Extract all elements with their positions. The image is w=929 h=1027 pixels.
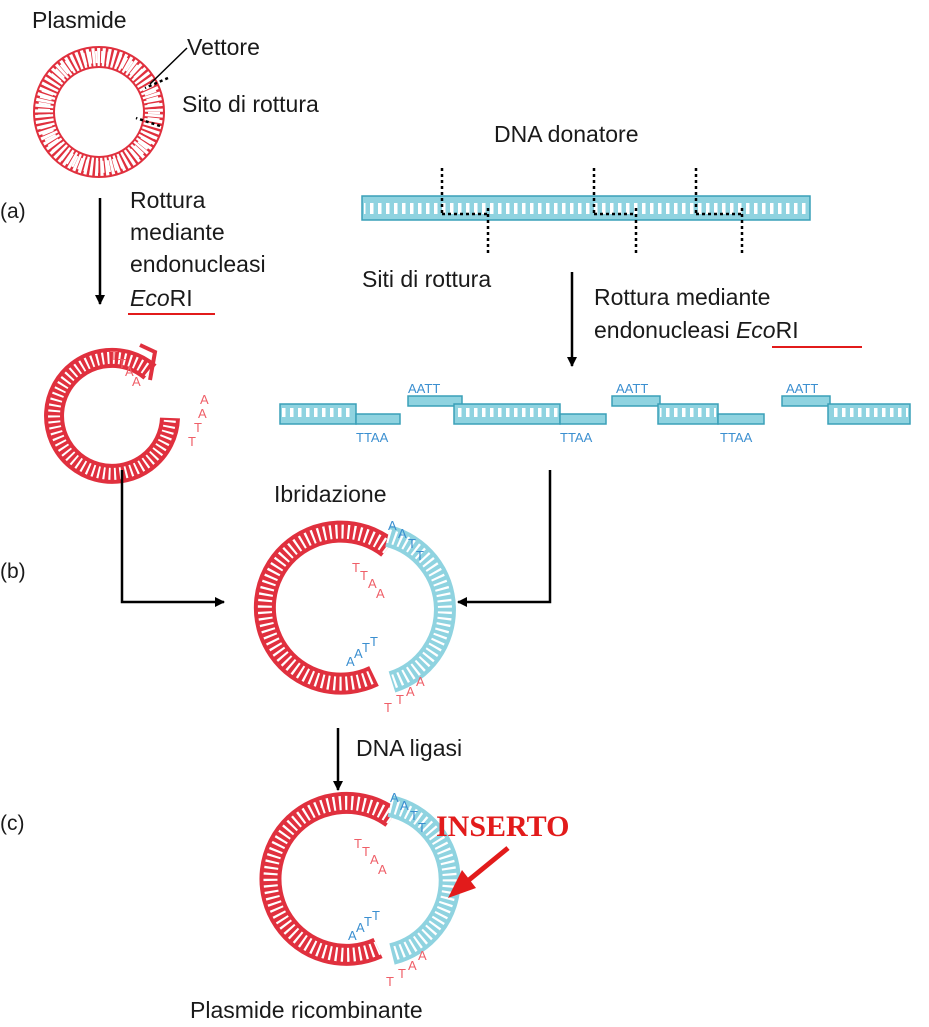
hybrid-seq-bottom-red: TTAA bbox=[384, 674, 425, 715]
fragment-sticky-bottom-3: TTAA bbox=[720, 430, 753, 445]
fragment-sticky-bottom-2: TTAA bbox=[560, 430, 593, 445]
rottura-donor-line-1: Rottura mediante bbox=[594, 284, 770, 310]
fragment-sticky-top-3: AATT bbox=[786, 381, 818, 396]
rottura-line-3: endonucleasi bbox=[130, 251, 266, 277]
recombinant-plasmid bbox=[259, 791, 461, 966]
step-b-label: (b) bbox=[0, 560, 26, 583]
rottura-line-2: mediante bbox=[130, 219, 225, 245]
sito-rottura-label: Sito di rottura bbox=[182, 91, 319, 117]
enzyme-label-plasmid: EcoRI bbox=[130, 285, 193, 311]
hybrid-plasmid bbox=[253, 520, 456, 695]
arrow-right-icon bbox=[120, 470, 225, 607]
fragment-sticky-bottom-1: TTAA bbox=[356, 430, 389, 445]
hybrid-seq-bottom-blue: AATT bbox=[346, 634, 378, 669]
fragment-3 bbox=[611, 395, 765, 425]
ibridazione-label: Ibridazione bbox=[274, 481, 387, 507]
vettore-label: Vettore bbox=[187, 34, 260, 60]
rottura-line-1: Rottura bbox=[130, 187, 206, 213]
fragment-sticky-top-1: AATT bbox=[408, 381, 440, 396]
plasmide-ricombinante-label: Plasmide ricombinante bbox=[190, 997, 423, 1023]
recomb-seq-top-blue: AATT bbox=[390, 790, 426, 835]
hybrid-seq-top-blue: AATT bbox=[388, 518, 424, 563]
vettore-leader-line bbox=[149, 47, 188, 85]
fragment-sticky-top-2: AATT bbox=[616, 381, 648, 396]
step-c-label: (c) bbox=[0, 812, 25, 835]
red-arrow-icon bbox=[448, 846, 510, 898]
dna-ligasi-label: DNA ligasi bbox=[356, 735, 462, 761]
dna-donatore-label: DNA donatore bbox=[494, 121, 638, 147]
siti-rottura-label: Siti di rottura bbox=[362, 266, 491, 292]
donor-fragments bbox=[279, 395, 911, 425]
recomb-seq-bottom-red: TTAA bbox=[386, 948, 427, 989]
donor-cut-sites bbox=[440, 168, 744, 254]
step-a-label: (a) bbox=[0, 200, 26, 223]
recomb-seq-bottom-blue: AATT bbox=[348, 908, 380, 943]
fragment-1 bbox=[279, 403, 401, 425]
hybrid-seq-top-red: TTAA bbox=[352, 560, 385, 601]
plasmid-ring bbox=[33, 46, 165, 178]
cut-site-marker-inner bbox=[135, 116, 161, 128]
recomb-seq-top-red: TTAA bbox=[354, 836, 387, 877]
plasmide-label: Plasmide bbox=[32, 7, 127, 33]
arrow-left-icon bbox=[457, 470, 552, 607]
cut-site-marker-outer bbox=[144, 76, 169, 90]
fragment-4 bbox=[781, 395, 911, 425]
cut-plasmid bbox=[44, 343, 180, 484]
inserto-label: INSERTO bbox=[436, 810, 569, 843]
fragment-2 bbox=[407, 395, 607, 425]
rottura-donor-line-2: endonucleasi EcoRI bbox=[594, 317, 799, 343]
